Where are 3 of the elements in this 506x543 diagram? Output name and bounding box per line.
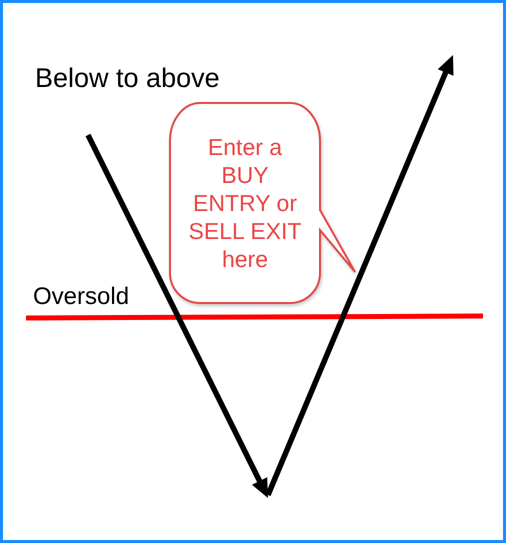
callout-text: Enter a BUY ENTRY or SELL EXIT here <box>188 133 302 273</box>
level-label: Oversold <box>33 283 130 311</box>
heading-text: Below to above <box>35 62 220 94</box>
